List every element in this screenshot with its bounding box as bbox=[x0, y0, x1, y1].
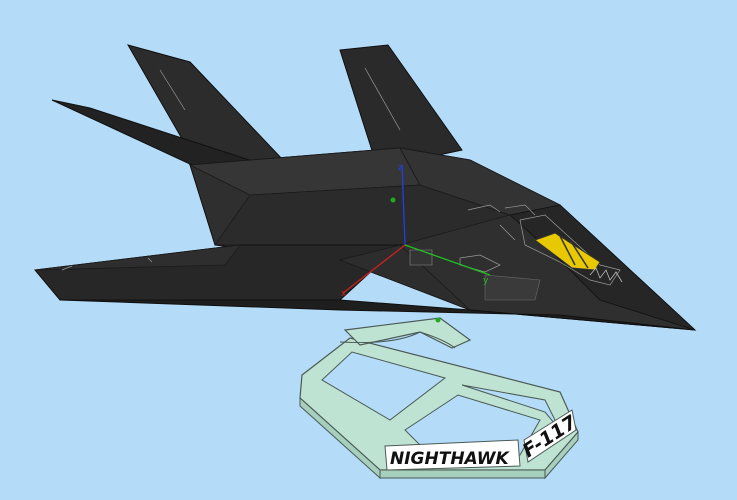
pivot-marker bbox=[390, 197, 396, 203]
f117-aircraft bbox=[34, 44, 697, 331]
axis-gizmo[interactable]: z x y bbox=[341, 163, 491, 299]
display-stand: NIGHTHAWK F-117 bbox=[299, 317, 581, 480]
z-axis[interactable] bbox=[401, 164, 406, 246]
z-axis-label: z bbox=[398, 163, 403, 173]
x-axis-label: x bbox=[341, 289, 347, 299]
y-axis[interactable] bbox=[404, 244, 491, 276]
name-plate-text: NIGHTHAWK bbox=[390, 449, 511, 469]
model-plate bbox=[523, 409, 577, 463]
y-axis-label: y bbox=[483, 276, 489, 286]
name-plate bbox=[384, 439, 521, 471]
x-axis[interactable] bbox=[342, 244, 406, 294]
contact-marker bbox=[435, 317, 441, 323]
